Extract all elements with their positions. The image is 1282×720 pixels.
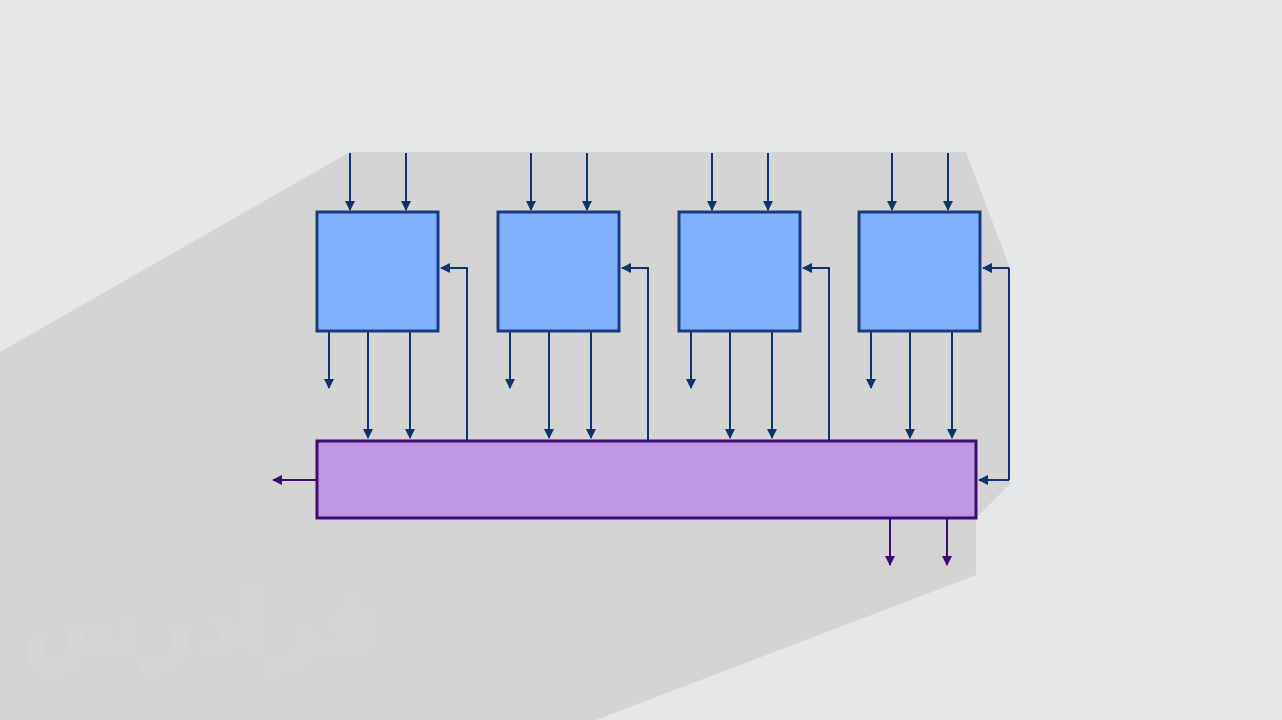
feedback-arrow: [440, 263, 468, 441]
module-1: [315, 153, 468, 441]
faradars-watermark: فرادرس: [22, 570, 382, 673]
module-2: [496, 153, 649, 441]
shared-bus: [315, 439, 978, 520]
module-box: [677, 210, 802, 333]
bus-arrows: [272, 268, 1010, 566]
module-box: [857, 210, 982, 333]
feedback-arrow: [802, 263, 830, 441]
module-box: [496, 210, 621, 333]
module-box: [315, 210, 440, 333]
module-3: [677, 153, 830, 441]
feedback-arrow: [621, 263, 649, 441]
module-4: [857, 153, 1009, 439]
